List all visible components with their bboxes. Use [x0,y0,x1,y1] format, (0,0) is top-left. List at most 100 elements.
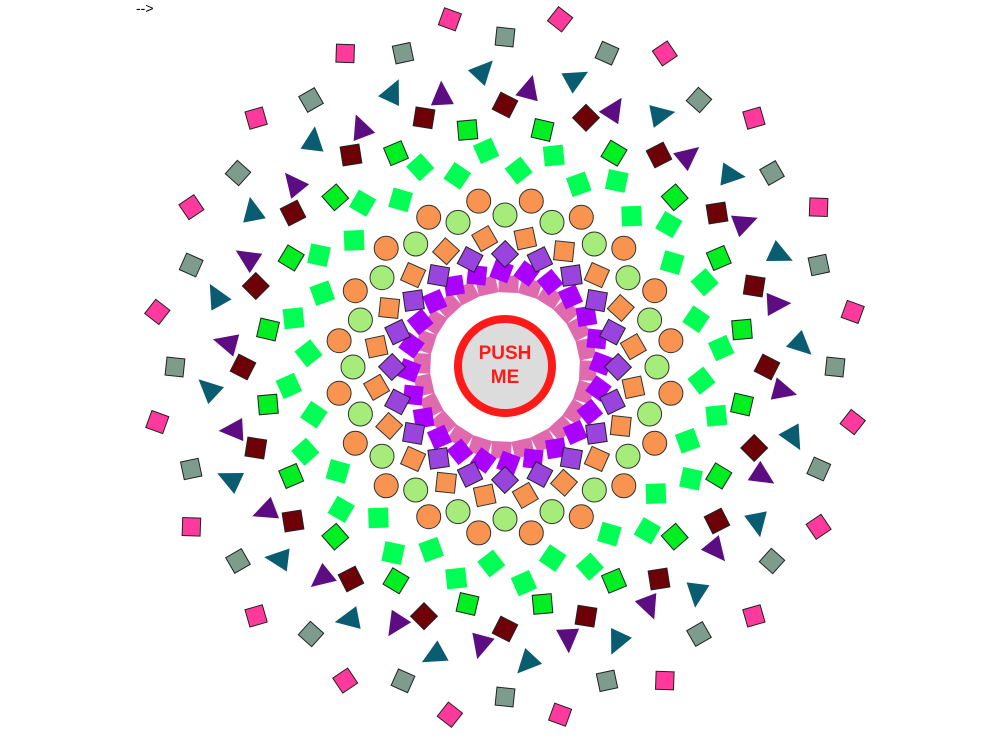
purple-triangle [353,114,376,142]
spring-green-square [275,372,303,400]
orange-square [553,240,575,263]
orange-square [583,261,611,289]
sage-square [224,159,252,187]
sage-square [807,253,831,277]
magenta-square [808,197,829,218]
orange-square [513,226,538,251]
spring-green-square [655,210,683,239]
magenta-square [181,516,202,537]
green-square [600,139,628,167]
light-green-circle [581,477,607,503]
sage-square [178,252,204,278]
purple-triangle [634,592,657,620]
teal-triangle [217,473,245,494]
purple-triangle [700,535,726,562]
maroon-square [645,141,673,169]
purple-square [526,246,554,273]
purple-square [526,460,554,489]
orange-circle [466,520,492,546]
pink-rectangle [553,297,580,325]
green-square [321,522,350,551]
magenta-square [145,409,170,435]
purple-square [402,289,425,312]
purple-square [383,388,412,416]
green-square [382,140,410,167]
maroon-square [409,602,439,631]
green-square [705,462,733,490]
orange-circle [342,278,368,304]
light-green-circle [369,443,395,469]
green-square [278,462,305,490]
magenta-square [436,701,464,729]
spring-green-square [327,495,355,524]
spring-green-square [597,521,622,547]
violet-square [412,407,435,429]
orange-square [583,445,611,473]
magenta-square [244,604,268,628]
orange-circle [611,473,637,499]
teal-triangle [378,79,399,107]
purple-triangle [388,609,412,637]
light-green-circle [581,231,607,257]
violet-square [575,305,598,327]
sage-square [686,621,712,647]
magenta-square [178,194,205,221]
pink-rectangle [536,284,563,310]
spring-green-square [282,307,305,330]
teal-triangle [243,196,266,223]
orange-square [549,468,579,497]
spring-green-square [504,156,533,185]
teal-triangle [198,379,225,405]
light-green-circle [637,401,663,427]
spring-green-square [707,334,735,362]
spring-green-square [388,187,413,213]
magenta-square [244,106,268,130]
purple-triangle [766,292,792,316]
maroon-square [281,509,305,533]
spring-green-square [307,243,331,268]
violet-square [426,424,453,450]
magenta-square [335,43,356,64]
spring-green-square [682,305,710,334]
violet-square [576,398,604,426]
light-green-circle [347,307,373,333]
light-green-circle [340,354,366,380]
maroon-square [571,103,601,132]
sage-square [390,668,416,694]
magenta-square [742,604,766,628]
spring-green-square [325,459,351,484]
maroon-square [491,615,519,643]
spring-green-square [604,169,629,193]
maroon-square [574,604,598,628]
orange-circle [373,235,399,261]
orange-square [362,373,391,401]
green-square [531,593,554,615]
teal-triangle [785,329,812,355]
light-green-circle [445,209,471,235]
sage-square [298,87,324,113]
orange-circle [342,430,368,456]
teal-triangle [765,240,793,261]
magenta-square [839,408,867,436]
purple-triangle [770,377,798,400]
purple-square [427,264,451,288]
magenta-square [546,5,574,33]
push-me-button[interactable]: PUSH ME [454,315,556,417]
magenta-square [143,298,171,326]
orange-circle [611,235,637,261]
orange-square [378,297,401,319]
green-square [382,567,410,595]
green-square [731,318,753,341]
maroon-square [412,106,436,130]
purple-square [490,465,520,495]
sage-square [758,547,786,575]
orange-circle [642,430,668,456]
light-green-circle [403,477,429,503]
spring-green-square [510,569,538,597]
purple-triangle [730,215,758,238]
green-square [660,183,689,212]
light-green-circle [403,231,429,257]
orange-square [375,411,404,441]
orange-square [399,445,427,473]
green-square [730,392,754,417]
